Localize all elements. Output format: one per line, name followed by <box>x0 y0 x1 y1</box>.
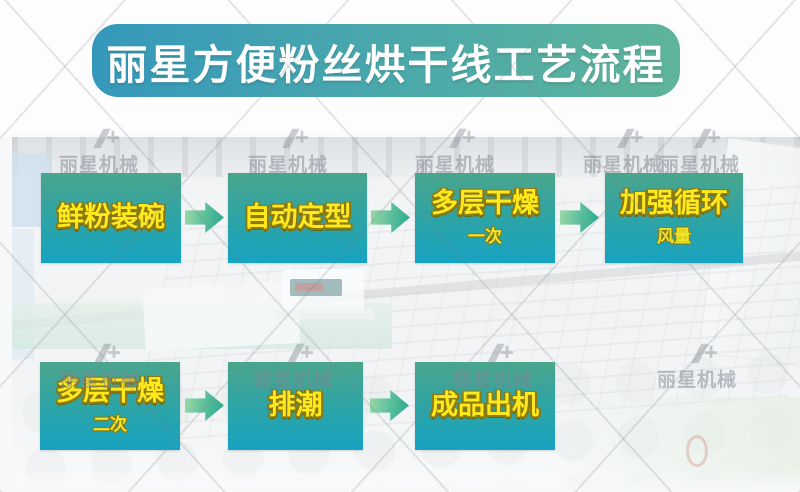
flow-step-label: 加强循环 <box>620 187 728 219</box>
flow-step-label: 排潮 <box>268 390 323 422</box>
page-title: 丽星方便粉丝烘干线工艺流程 <box>106 40 666 89</box>
flow-step-sublabel: 二次 <box>93 415 127 436</box>
flow-step-label: 成品出机 <box>431 390 539 422</box>
photo-red-cable <box>686 435 708 467</box>
flow-step-label: 鲜粉装碗 <box>57 202 165 234</box>
photo-scale-digits <box>295 283 323 291</box>
flow-step-sublabel: 一次 <box>468 227 502 248</box>
photo-small-device <box>223 280 265 302</box>
title-banner: 丽星方便粉丝烘干线工艺流程 <box>92 24 680 97</box>
flow-step-sublabel: 风量 <box>657 227 691 248</box>
flow-step-fresh-noodle-bowling: 鲜粉装碗 <box>41 173 181 263</box>
flow-step-moisture-exhaust: 排潮 <box>228 362 363 450</box>
photo-scale-base <box>274 309 374 319</box>
photo-scale-display <box>290 279 342 296</box>
flow-step-enhanced-circulation: 加强循环 风量 <box>605 173 743 263</box>
flow-step-label: 多层干燥 <box>56 375 164 407</box>
photo-weighing-scale <box>282 269 364 313</box>
flow-step-multilayer-drying-1: 多层干燥 一次 <box>415 173 555 263</box>
flow-step-finished-product-out: 成品出机 <box>415 362 555 450</box>
flow-step-auto-shaping: 自动定型 <box>228 173 367 263</box>
photo-teal-table-band <box>12 303 392 349</box>
flow-step-label: 自动定型 <box>243 202 352 234</box>
photo-white-box <box>142 280 301 352</box>
photo-blue-panel-lower <box>12 229 34 359</box>
photo-bottom-fade <box>12 466 800 492</box>
photo-green-frame <box>570 397 800 492</box>
photo-machine-top-band <box>12 137 800 177</box>
flow-step-label: 多层干燥 <box>431 187 539 219</box>
flow-step-multilayer-drying-2: 多层干燥 二次 <box>40 362 180 450</box>
